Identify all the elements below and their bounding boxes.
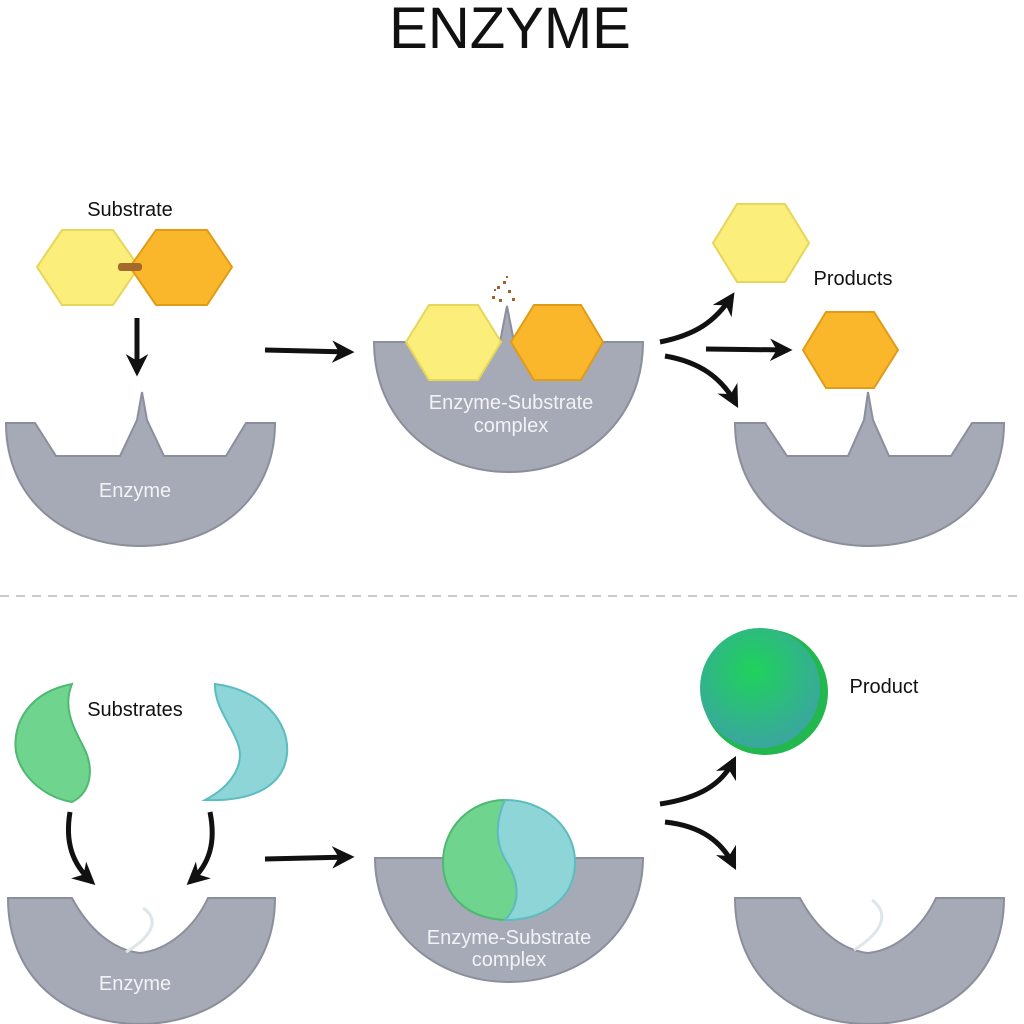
enzyme-shape-top-right [733, 391, 1006, 548]
enzyme-shape-bottom-left [6, 897, 277, 1024]
substrate-green-shape [14, 682, 91, 804]
product-yellow-hexagon [711, 203, 811, 283]
arrow-to-product-up [659, 292, 735, 345]
substrate-orange-hexagon [128, 229, 234, 306]
substrates-label: Substrates [87, 699, 183, 721]
bond-fragments [492, 276, 515, 302]
complex-teal-half [496, 798, 577, 922]
active-site-hook-bottom-left [125, 906, 154, 954]
complex-label-bottom-line2: complex [472, 949, 546, 971]
arrow-to-product-right [705, 338, 793, 362]
substrate-molecule [35, 229, 234, 306]
complex-yellow-hexagon [404, 304, 503, 381]
arrow-green-to-enzyme [65, 811, 96, 886]
page-title: ENZYME [389, 0, 631, 61]
arrow-to-enzyme-bottom-right [664, 819, 737, 871]
enzyme-label-top: Enzyme [99, 480, 171, 502]
complex-label-top-line2: complex [474, 415, 548, 437]
arrow-teal-to-enzyme [186, 811, 215, 886]
arrow-to-complex-top [264, 340, 355, 363]
complex-label-bottom-line1: Enzyme-Substrate [427, 927, 592, 949]
arrow-to-product-circle [659, 755, 737, 807]
complex-orange-hexagon [509, 304, 605, 381]
enzyme-label-bottom: Enzyme [99, 973, 171, 995]
arrow-to-enzyme-down-right [664, 353, 739, 408]
complex-label-top-line1: Enzyme-Substrate [429, 392, 594, 414]
arrow-to-complex-bottom [264, 846, 355, 869]
enzyme-substrate-complex-bottom: Enzyme-Substrate complex [373, 798, 645, 984]
enzyme-substrate-complex-top: Enzyme-Substrate complex [372, 276, 645, 474]
enzyme-shape-bottom-right [733, 897, 1006, 1024]
product-orange-hexagon [801, 311, 900, 389]
substrate-teal-shape [201, 682, 289, 802]
products-label: Products [814, 268, 893, 290]
product-circle [700, 628, 828, 755]
substrate-bond [118, 263, 142, 271]
substrate-label: Substrate [87, 199, 173, 221]
enzyme-shape-top-left [4, 391, 277, 548]
product-label: Product [850, 676, 919, 698]
active-site-hook-bottom-right [853, 898, 884, 952]
